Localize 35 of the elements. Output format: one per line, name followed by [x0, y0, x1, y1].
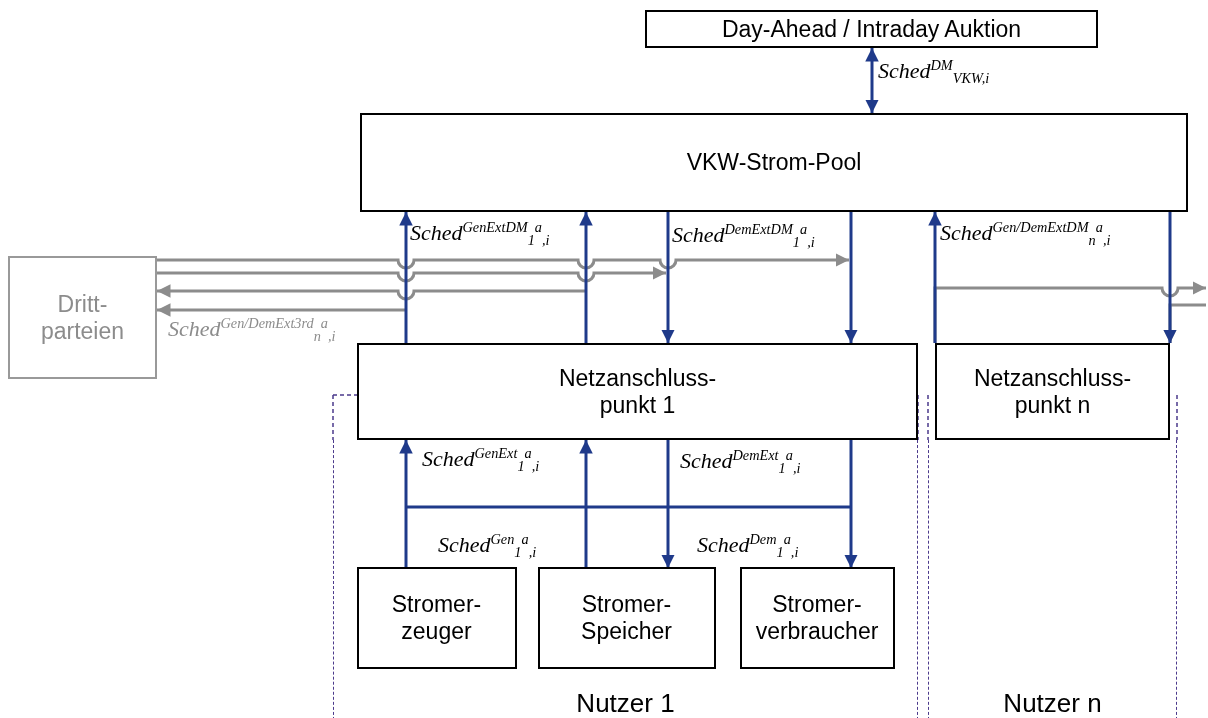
process-box: [356, 566, 517, 669]
arrow: [579, 440, 593, 568]
process-box: [739, 566, 895, 669]
arrow: [844, 212, 858, 343]
box-label: Dritt- parteien: [39, 290, 126, 345]
arrow: [661, 212, 675, 343]
arrow: [157, 303, 406, 317]
arrow: [157, 284, 586, 301]
arrow: [865, 48, 879, 113]
arrow: [661, 440, 675, 568]
arrow: [579, 212, 593, 343]
arrow: [928, 212, 942, 343]
region-label: Nutzer 1: [576, 688, 675, 718]
region-label: Nutzer n: [1003, 688, 1102, 718]
user-region: [928, 440, 1177, 718]
arrow: [844, 440, 858, 568]
arrow: [399, 212, 413, 343]
box-label: VKW-Strom-Pool: [686, 149, 862, 176]
process-box: [8, 256, 157, 379]
process-box: [537, 566, 716, 669]
box-label: Stromer- verbraucher: [754, 590, 880, 645]
box-label: Stromer- Speicher: [580, 590, 673, 645]
arrow: [157, 266, 666, 283]
arrow: [157, 253, 849, 269]
process-box: [360, 113, 1188, 212]
box-label: Stromer- zeuger: [390, 590, 483, 645]
process-box: [357, 343, 918, 440]
process-box: [935, 343, 1170, 440]
arrow: [399, 440, 413, 568]
box-label: Netzanschluss- punkt n: [972, 364, 1133, 419]
box-label: Day-Ahead / Intraday Auktion: [721, 15, 1022, 43]
arrow: [1163, 212, 1177, 343]
user-region: [333, 440, 918, 718]
box-label: Netzanschluss- punkt 1: [557, 364, 718, 419]
process-box: [645, 10, 1098, 48]
